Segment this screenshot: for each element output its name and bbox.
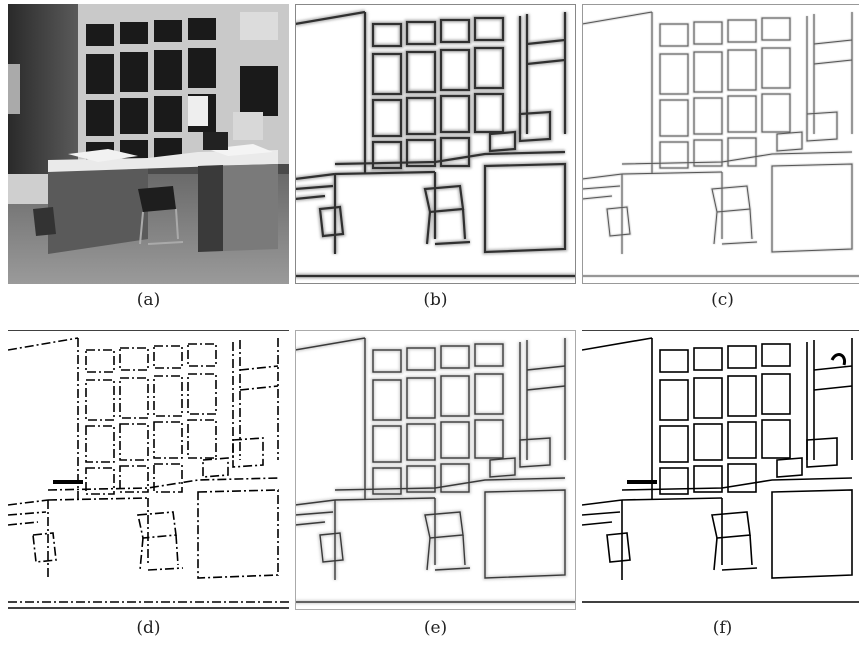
panel-a-photo [8, 4, 289, 284]
caption-b: (b) [423, 290, 448, 310]
faint-edge-map [295, 330, 576, 610]
thin-edge-map [582, 4, 859, 284]
caption-d: (d) [136, 618, 161, 638]
panel-b-soft-edges [295, 4, 576, 284]
caption-e: (e) [423, 618, 448, 638]
caption-f: (f) [712, 618, 733, 638]
closed-edge-map [582, 330, 859, 610]
caption-c: (c) [711, 290, 734, 310]
office-photo [8, 4, 289, 284]
fragmented-edge-map [8, 330, 289, 610]
caption-a: (a) [136, 290, 161, 310]
soft-edge-map [295, 4, 576, 284]
panel-f-closed-edges [582, 330, 859, 610]
panel-d-fragmented-edges [8, 330, 289, 610]
panel-c-thin-edges [582, 4, 859, 284]
panel-e-faint-edges [295, 330, 576, 610]
